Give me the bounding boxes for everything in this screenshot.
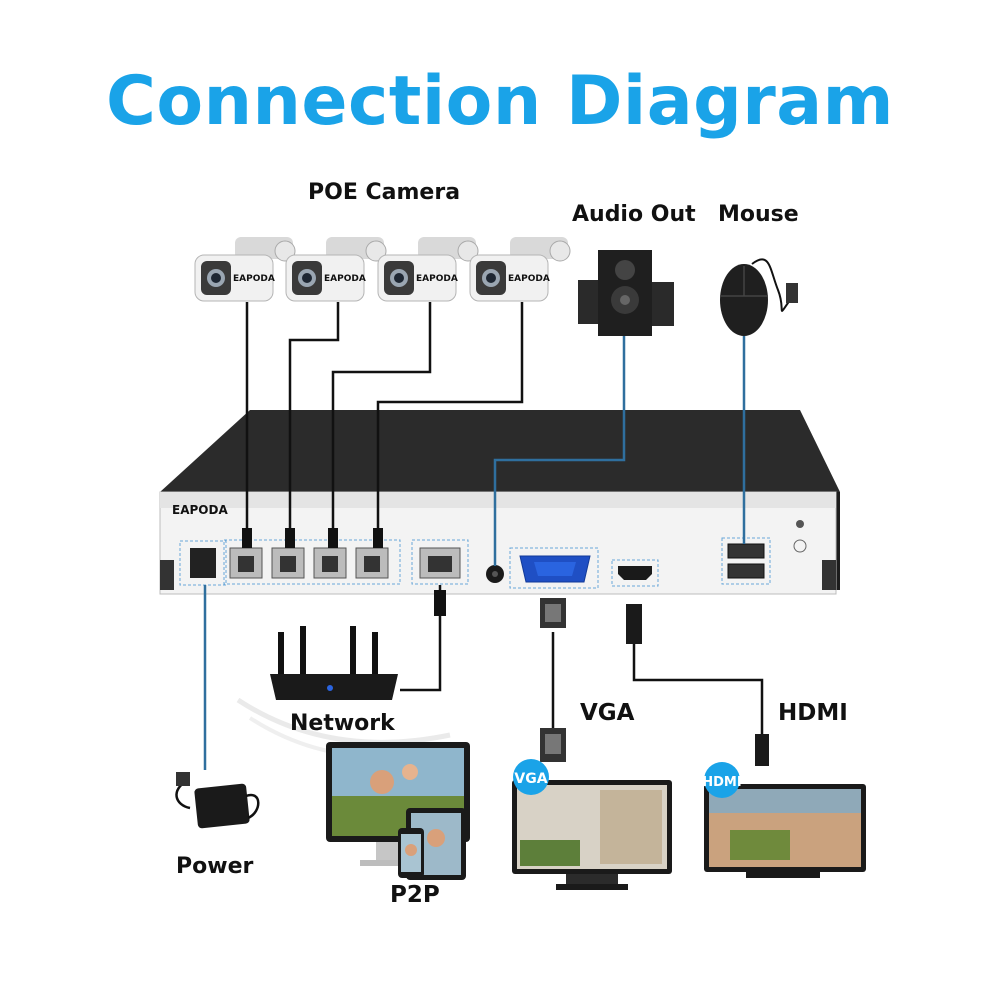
- poe-port-4: [355, 547, 389, 579]
- speaker-icon: [578, 250, 674, 336]
- nvr-foot-left: [160, 560, 174, 590]
- usb-ports: [721, 537, 771, 585]
- hdmi-port: [611, 559, 659, 587]
- label-mouse: Mouse: [718, 202, 799, 227]
- bullet-camera-icon: EAPODA: [377, 237, 479, 302]
- svg-text:EAPODA: EAPODA: [233, 274, 275, 284]
- nvr-foot-right: [822, 560, 836, 590]
- camera-3-cable: [331, 302, 432, 548]
- vga-connector-bottom: [540, 728, 566, 762]
- nvr-brand-text: EAPODA: [172, 503, 228, 517]
- monitor-icon: HDMI: [702, 762, 866, 878]
- audio-cable: [493, 332, 626, 566]
- reset-hole: [796, 520, 804, 528]
- hdmi-cable: [632, 640, 764, 740]
- lan-port: [411, 539, 469, 585]
- nvr-device: EAPODA: [159, 410, 840, 595]
- ground-screw: [793, 539, 807, 553]
- label-network: Network: [290, 711, 395, 736]
- rj45-plugs: [242, 528, 383, 548]
- bullet-camera-icon: EAPODA: [469, 237, 571, 302]
- phone-icon: [398, 828, 424, 878]
- label-p2p: P2P: [390, 882, 440, 908]
- svg-text:EAPODA: EAPODA: [324, 274, 366, 284]
- hdmi-badge-text: HDMI: [702, 775, 741, 790]
- nvr-front-lip: [160, 492, 836, 508]
- mouse-icon: [720, 258, 798, 336]
- network-plug: [434, 590, 446, 616]
- label-hdmi: HDMI: [778, 700, 848, 726]
- label-vga: VGA: [580, 700, 635, 726]
- vga-badge-text: VGA: [514, 771, 547, 787]
- vga-port: [509, 547, 599, 589]
- bullet-camera-icon: EAPODA: [285, 237, 387, 302]
- hdmi-badge: [704, 762, 740, 798]
- label-poe-camera: POE Camera: [308, 180, 461, 205]
- camera-2-cable: [288, 302, 340, 548]
- vga-badge: [513, 759, 549, 795]
- page-title: Connection Diagram: [105, 62, 895, 141]
- poe-ports: [223, 539, 401, 585]
- monitor-icon: VGA: [512, 759, 672, 890]
- bullet-camera-icon: EAPODA: [194, 237, 296, 302]
- vga-connector-top: [540, 598, 566, 628]
- hdmi-connector-bottom: [755, 734, 769, 766]
- label-power: Power: [176, 854, 254, 879]
- network-cable: [400, 585, 442, 692]
- poe-port-3: [313, 547, 347, 579]
- audio-jack: [486, 565, 504, 583]
- camera-4-cable: [376, 302, 524, 548]
- power-adapter-icon: [175, 772, 260, 829]
- router-icon: [236, 626, 451, 759]
- hdmi-connector-top: [626, 604, 642, 644]
- camera-cables: [245, 302, 524, 548]
- dc-power-frame: [179, 540, 227, 586]
- nvr-top: [160, 410, 840, 492]
- poe-port-2: [271, 547, 305, 579]
- svg-text:EAPODA: EAPODA: [508, 274, 550, 284]
- poe-port-1: [229, 547, 263, 579]
- label-audio-out: Audio Out: [572, 202, 696, 227]
- dc-power-jack: [190, 548, 216, 578]
- svg-text:EAPODA: EAPODA: [416, 274, 458, 284]
